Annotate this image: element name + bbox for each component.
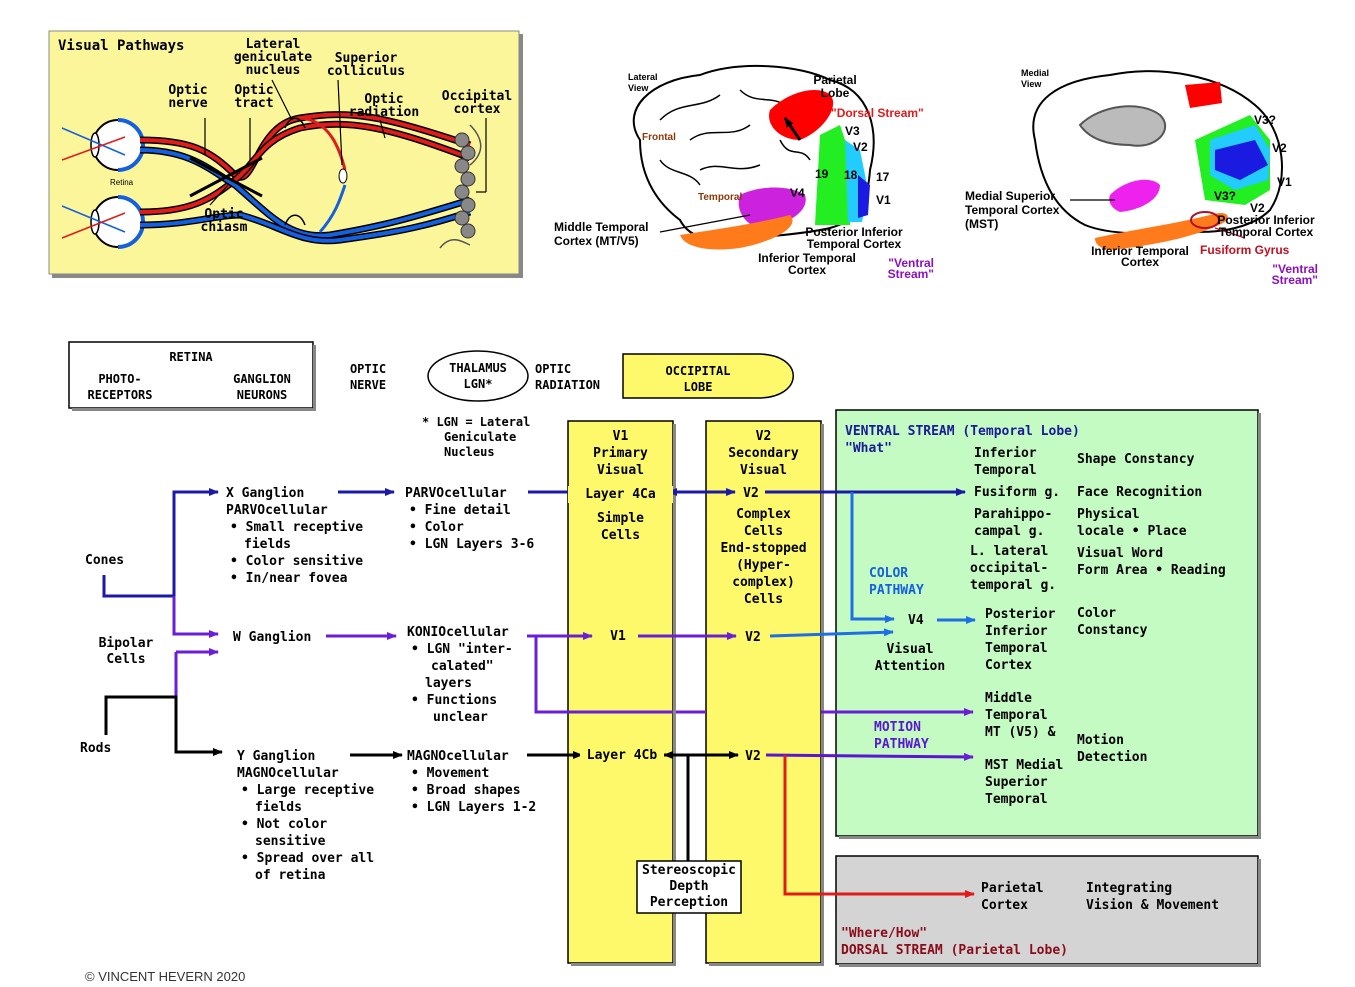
parvo-block: PARVOcellular • Fine detail • Color • LG… — [405, 486, 535, 552]
fusiform-gyrus-label: Fusiform Gyrus — [1200, 243, 1290, 257]
medial-v3q-label: V3? — [1254, 113, 1277, 127]
v1-mid: V1 — [598, 628, 638, 645]
legend-retina: RETINA — [169, 350, 213, 364]
v1-layer-4ca: Layer 4Ca — [568, 486, 673, 503]
ventral-title: VENTRAL STREAM (Temporal Lobe)"What" — [845, 424, 1080, 456]
v4-node: V4 — [908, 613, 924, 628]
legend-photoreceptors: PHOTO-RECEPTORS — [87, 372, 153, 402]
dorsal-title: "Where/How"DORSAL STREAM (Parietal Lobe) — [841, 926, 1068, 958]
area-17-label: 17 — [876, 170, 890, 184]
v1-label: V1 — [876, 193, 891, 207]
eye-top — [90, 118, 145, 172]
x-ganglion-block: X Ganglion PARVOcellular • Small recepti… — [226, 486, 364, 586]
area-18-label: 18 — [844, 168, 858, 182]
cones-label: Cones — [85, 553, 125, 568]
dorsal-stream-label: "Dorsal Stream" — [831, 106, 924, 120]
konio-block: KONIOcellular • LGN "inter- calated" lay… — [407, 625, 513, 725]
pathways-title: Visual Pathways — [58, 38, 185, 54]
retina-label: Retina — [110, 178, 134, 187]
shape-constancy: Shape Constancy — [1077, 452, 1195, 467]
magno-block: MAGNOcellular • Movement • Broad shapes … — [407, 749, 537, 815]
v4-label: V4 — [790, 186, 805, 200]
v2-label: V2 — [853, 140, 868, 154]
copyright: © VINCENT HEVERN 2020 — [85, 969, 246, 984]
v2-mid: V2 — [740, 629, 766, 646]
medial-v1-label: V1 — [1277, 175, 1292, 189]
eye-bottom — [90, 195, 145, 249]
frontal-label: Frontal — [642, 132, 676, 143]
parahippocampal-item: Parahippo-campal g. — [974, 507, 1053, 539]
face-recognition: Face Recognition — [1077, 485, 1203, 500]
v2-bot: V2 — [740, 748, 766, 765]
rods-label: Rods — [80, 741, 112, 756]
y-ganglion-block: Y Ganglion MAGNOcellular • Large recepti… — [237, 749, 375, 883]
v1-layer-4cb: Layer 4Cb — [580, 747, 664, 764]
v3-label: V3 — [845, 124, 860, 138]
medial-v3q2-label: V3? — [1214, 189, 1237, 203]
v2-top: V2 — [739, 485, 763, 502]
medial-v2b-label: V2 — [1250, 201, 1265, 215]
w-ganglion-label: W Ganglion — [233, 630, 312, 645]
occipital-cortex-shape — [454, 132, 476, 239]
temporal-label: Temporal — [698, 192, 743, 203]
medial-v2-label: V2 — [1272, 141, 1287, 155]
fusiform-item: Fusiform g. — [974, 485, 1061, 500]
area-19-label: 19 — [815, 167, 829, 181]
